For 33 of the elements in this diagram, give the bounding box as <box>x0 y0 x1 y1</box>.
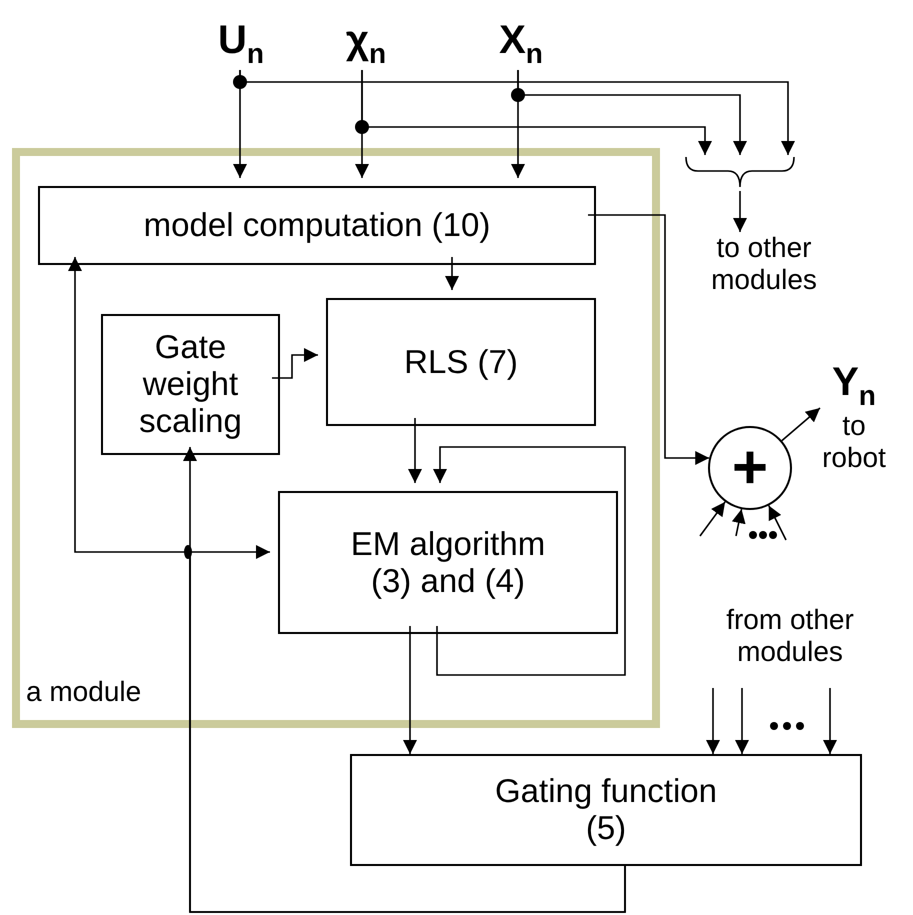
signal-symbol: U$_{n}$ <box>218 20 264 68</box>
arrow <box>272 348 318 379</box>
text-label: from other modules <box>725 604 855 668</box>
arrow <box>732 508 746 536</box>
arrow <box>68 257 626 913</box>
arrow <box>699 501 726 536</box>
arrow <box>361 70 712 155</box>
arrow <box>823 688 837 754</box>
module-frame <box>12 148 660 728</box>
arrow <box>768 505 787 540</box>
arrow <box>517 70 747 155</box>
arrow <box>408 418 422 483</box>
arrow <box>445 257 459 290</box>
arrow <box>735 688 749 754</box>
signal-symbol: Y$_{n}$ <box>832 362 876 410</box>
process-box: model computation (10) <box>38 186 596 265</box>
arrow <box>239 70 795 155</box>
frame-title: a module <box>26 676 142 708</box>
process-box: Gate weight scaling <box>101 314 280 455</box>
signal-symbol: χ$_{n}$ <box>346 20 386 68</box>
arrow <box>733 191 747 232</box>
plus-sign: + <box>732 437 768 499</box>
process-box: EM algorithm (3) and (4) <box>278 491 618 634</box>
signal-symbol: X$_{n}$ <box>499 20 543 68</box>
arrow <box>706 688 720 754</box>
output-note: to robot <box>821 410 887 474</box>
text-label: to other modules <box>710 232 818 296</box>
process-box: RLS (7) <box>326 298 596 426</box>
arrow <box>433 446 626 676</box>
arrow <box>588 214 710 465</box>
arrow <box>781 407 821 442</box>
process-box: Gating function (5) <box>350 754 862 866</box>
arrow <box>403 626 417 754</box>
